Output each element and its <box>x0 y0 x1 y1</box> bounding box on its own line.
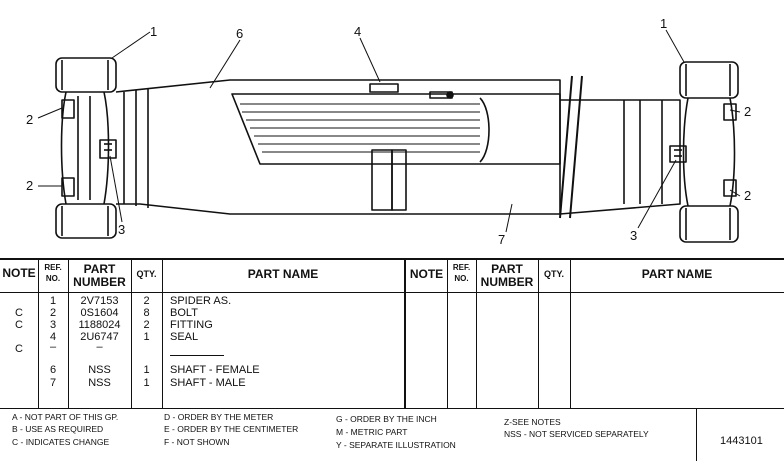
callout-7: 7 <box>498 232 505 247</box>
legend-footer: A - NOT PART OF THIS GP. B - USE AS REQU… <box>0 408 784 461</box>
legend-note-y: Y - SEPARATE ILLUSTRATION <box>336 440 456 450</box>
legend-note-f: F - NOT SHOWN <box>164 437 230 447</box>
legend-note-z: Z-SEE NOTES <box>504 417 561 427</box>
header-part-name: PART NAME <box>247 267 319 281</box>
header-part-number-right: PART NUMBER <box>480 262 534 289</box>
header-ref-no-right: REF. NO. <box>452 263 471 283</box>
legend-note-b: B - USE AS REQUIRED <box>12 424 104 434</box>
separator-rule <box>170 355 224 356</box>
callout-3-right: 3 <box>630 228 637 243</box>
callout-3-left: 3 <box>118 222 125 237</box>
left-spider-assembly <box>55 57 117 239</box>
header-qty: QTY. <box>136 269 157 279</box>
parts-list-table: NOTE REF. NO. PART NUMBER QTY. PART NAME… <box>0 258 784 408</box>
legend-note-g: G - ORDER BY THE INCH <box>336 414 437 424</box>
male-shaft <box>559 99 681 215</box>
header-ref-no: REF. NO. <box>44 263 62 283</box>
legend-note-a: A - NOT PART OF THIS GP. <box>12 412 119 422</box>
illustration-number: 1443101 <box>720 435 763 447</box>
legend-note-d: D - ORDER BY THE METER <box>164 412 274 422</box>
callout-6: 6 <box>236 26 243 41</box>
legend-note-e: E - ORDER BY THE CENTIMETER <box>164 424 299 434</box>
right-spider-assembly <box>669 61 739 243</box>
legend-note-nss: NSS - NOT SERVICED SEPARATELY <box>504 429 649 439</box>
header-qty-right: QTY. <box>543 269 564 279</box>
callout-2-right-top: 2 <box>744 104 751 119</box>
legend-note-c: C - INDICATES CHANGE <box>12 437 110 447</box>
callout-2-left-top: 2 <box>26 112 33 127</box>
callout-2-left-bottom: 2 <box>26 178 33 193</box>
callout-4: 4 <box>354 24 361 39</box>
callout-2-right-bottom: 2 <box>744 188 751 203</box>
female-shaft <box>115 79 561 215</box>
header-part-number: PART NUMBER <box>73 262 126 289</box>
header-part-name-right: PART NAME <box>641 267 713 281</box>
exploded-parts-illustration: 1 6 4 1 2 2 2 2 3 3 7 <box>26 16 751 247</box>
callout-1-right: 1 <box>660 16 667 31</box>
header-note: NOTE <box>2 266 36 280</box>
callout-1-left: 1 <box>150 24 157 39</box>
header-note-right: NOTE <box>409 267 444 281</box>
legend-note-m: M - METRIC PART <box>336 427 408 437</box>
